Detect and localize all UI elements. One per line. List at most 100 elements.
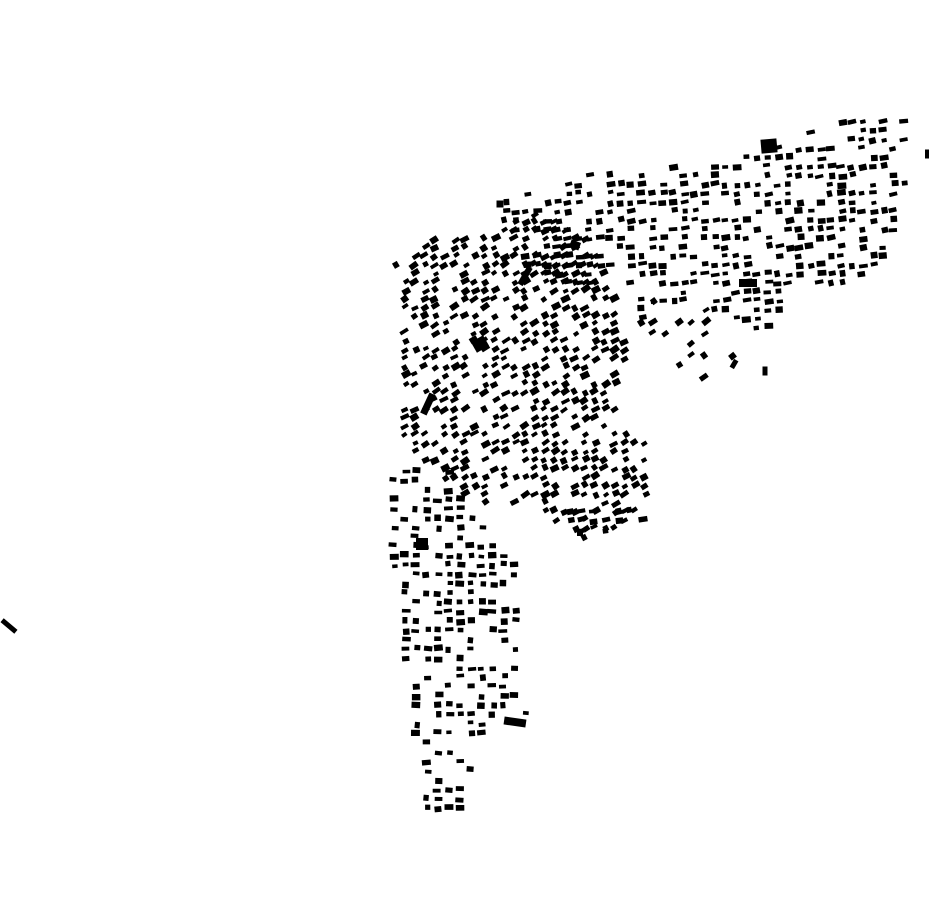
building xyxy=(806,164,814,170)
building xyxy=(445,646,451,654)
building xyxy=(449,415,458,423)
building xyxy=(827,279,835,287)
building xyxy=(807,225,814,232)
building xyxy=(630,506,638,514)
building xyxy=(879,245,886,251)
building xyxy=(622,455,630,463)
building xyxy=(720,244,729,252)
building xyxy=(700,330,709,338)
building xyxy=(429,456,440,466)
building xyxy=(501,336,512,345)
building xyxy=(550,446,561,456)
building xyxy=(461,429,471,438)
building xyxy=(773,183,781,188)
building xyxy=(402,636,411,642)
building xyxy=(402,616,408,624)
building xyxy=(510,313,519,321)
building xyxy=(560,463,570,472)
building xyxy=(399,550,409,558)
building xyxy=(592,491,600,500)
building xyxy=(760,138,778,154)
building xyxy=(661,329,670,338)
building xyxy=(701,218,709,224)
building xyxy=(610,466,619,473)
building xyxy=(836,253,844,258)
building xyxy=(601,327,611,336)
building xyxy=(636,318,646,328)
building xyxy=(605,227,614,234)
building xyxy=(600,422,608,430)
building xyxy=(560,508,569,517)
building xyxy=(549,413,560,422)
building xyxy=(451,430,460,439)
building xyxy=(857,270,866,278)
building xyxy=(499,403,509,413)
building xyxy=(837,262,846,269)
building xyxy=(511,336,520,345)
building xyxy=(692,207,699,213)
building xyxy=(765,235,773,240)
building xyxy=(476,702,485,710)
building xyxy=(501,226,509,233)
building xyxy=(541,398,551,407)
building xyxy=(888,146,897,152)
building xyxy=(627,263,636,269)
building xyxy=(621,465,630,474)
building xyxy=(445,560,451,567)
building xyxy=(425,626,432,632)
building xyxy=(585,218,593,225)
building xyxy=(530,225,540,234)
building xyxy=(689,254,698,260)
building xyxy=(477,666,484,671)
building xyxy=(446,730,452,735)
building xyxy=(456,758,465,764)
building xyxy=(467,666,477,672)
building xyxy=(480,405,489,414)
building xyxy=(728,351,737,361)
building xyxy=(459,310,470,320)
building xyxy=(429,235,440,245)
building xyxy=(639,270,646,278)
building xyxy=(400,423,409,431)
building xyxy=(479,674,487,682)
building xyxy=(846,164,855,172)
building xyxy=(425,656,432,662)
building xyxy=(531,329,540,338)
building xyxy=(467,599,474,605)
building xyxy=(733,198,741,206)
building xyxy=(520,252,530,261)
building xyxy=(554,198,562,204)
building xyxy=(659,269,666,276)
building xyxy=(412,345,421,354)
building xyxy=(891,179,899,187)
building xyxy=(638,252,645,260)
building xyxy=(577,508,586,514)
building xyxy=(455,495,466,502)
building xyxy=(511,431,521,440)
building xyxy=(722,296,732,303)
building xyxy=(881,226,889,234)
building xyxy=(626,181,634,189)
building xyxy=(402,628,410,636)
building xyxy=(479,243,489,253)
building xyxy=(434,750,443,756)
building xyxy=(579,370,591,381)
building xyxy=(640,457,648,464)
building xyxy=(456,505,465,510)
building xyxy=(520,242,529,251)
building xyxy=(388,542,397,548)
building xyxy=(611,430,618,437)
building xyxy=(638,314,647,321)
building xyxy=(435,777,443,785)
building xyxy=(410,421,421,431)
building xyxy=(629,437,639,447)
building xyxy=(754,182,761,188)
building xyxy=(610,523,618,531)
building xyxy=(713,298,720,304)
building xyxy=(402,337,410,346)
building xyxy=(502,422,511,430)
building xyxy=(512,269,521,277)
building xyxy=(638,172,645,179)
building xyxy=(554,209,561,215)
building xyxy=(549,225,559,234)
